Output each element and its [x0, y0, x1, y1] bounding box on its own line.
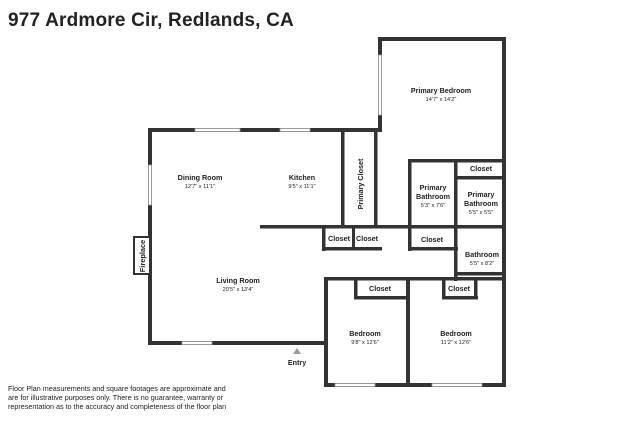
room-name: Primary Bedroom: [411, 86, 471, 95]
room-living-room: Living Room 20'5" x 13'4": [216, 276, 260, 293]
room-dims: 9'5" x 11'1": [288, 184, 315, 190]
closet-labels: Closet Closet Closet Closet Closet Close…: [328, 164, 493, 293]
room-primary-closet: Primary Closet: [356, 158, 365, 209]
interior-walls: [260, 128, 506, 387]
room-dims: 9'8" x 12'6": [351, 340, 379, 346]
room-dims: 5'5" x 5'5": [469, 210, 493, 216]
closet-label: Closet: [448, 284, 471, 293]
room-dims: 14'7" x 14'2": [426, 97, 457, 103]
room-dims: 20'5" x 13'4": [223, 287, 254, 293]
page-title: 977 Ardmore Cir, Redlands, CA: [8, 10, 294, 31]
room-dims: 5'3" x 7'6": [421, 203, 445, 209]
closet-label: Closet: [421, 235, 444, 244]
room-name: Living Room: [216, 276, 260, 285]
room-primary-bedroom: Primary Bedroom 14'7" x 14'2": [411, 86, 471, 103]
room-name: Dining Room: [178, 173, 223, 182]
room-name: Bathroom: [465, 250, 499, 259]
room-dims: 12'7" x 11'1": [185, 184, 215, 190]
closet-label: Closet: [356, 234, 379, 243]
room-name-line2: Bathroom: [416, 192, 450, 201]
room-bedroom-2: Bedroom 11'2" x 12'6": [440, 329, 472, 346]
closet-label: Closet: [470, 164, 493, 173]
room-dims: 5'5" x 8'2": [470, 261, 494, 267]
fireplace: Fireplace: [133, 236, 151, 275]
room-bathroom: Bathroom 5'5" x 8'2": [465, 250, 499, 267]
room-name-line2: Bathroom: [464, 199, 498, 208]
room-kitchen: Kitchen 9'5" x 11'1": [288, 173, 315, 190]
entry-label: Entry: [288, 358, 306, 367]
closet-label: Closet: [369, 284, 392, 293]
closet-label: Closet: [328, 234, 351, 243]
fireplace-label: Fireplace: [138, 240, 147, 272]
entry-marker: Entry: [288, 348, 306, 367]
room-name: Bedroom: [349, 329, 381, 338]
room-dining-room: Dining Room 12'7" x 11'1": [178, 173, 223, 190]
room-bedroom-1: Bedroom 9'8" x 12'6": [349, 329, 381, 346]
room-primary-bathroom-1: Primary Bathroom 5'3" x 7'6": [416, 183, 450, 209]
windows: [148, 54, 483, 387]
room-name-line1: Primary: [420, 183, 447, 192]
room-primary-bathroom-2: Primary Bathroom 5'5" x 5'5": [464, 190, 498, 216]
room-name-line1: Primary: [468, 190, 495, 199]
room-name: Kitchen: [289, 173, 315, 182]
room-name: Bedroom: [440, 329, 472, 338]
room-dims: 11'2" x 12'6": [441, 340, 471, 346]
room-name: Primary Closet: [356, 158, 365, 209]
disclaimer: Floor Plan measurements and square foota…: [8, 384, 227, 411]
